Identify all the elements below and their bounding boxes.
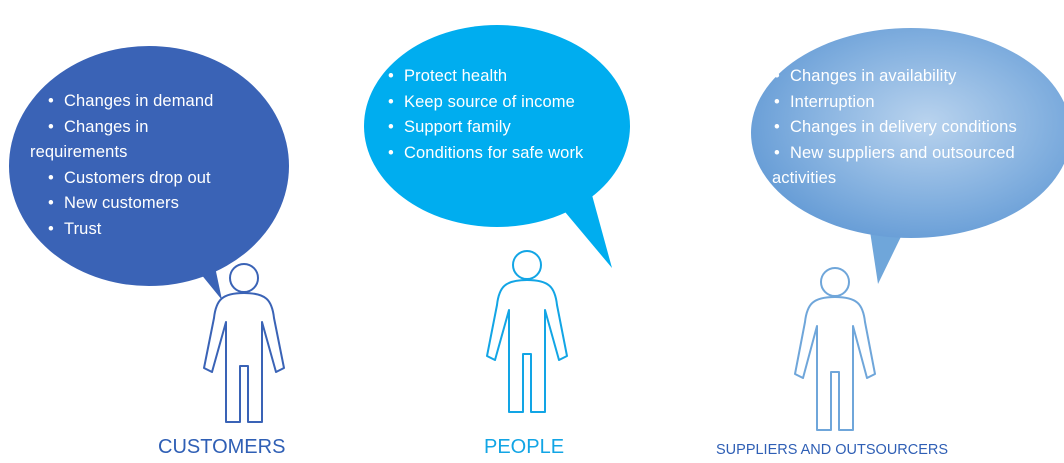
bullet-icon: •: [48, 194, 54, 212]
list-item: •Changes in demand: [48, 89, 213, 115]
bullet-icon: •: [48, 219, 54, 238]
bullet-icon: •: [388, 92, 394, 111]
bullet-icon: •: [774, 67, 780, 85]
list-item-continuation: requirements: [30, 143, 128, 161]
customers-speech-bubble: [9, 46, 289, 300]
customers-person-icon: [203, 263, 285, 423]
list-item-continuation: activities: [772, 169, 837, 187]
list-item: •Trust: [48, 217, 213, 243]
people-caption: PEOPLE: [484, 436, 565, 458]
customers-concerns: •Changes in demand •Changes in requireme…: [30, 89, 213, 243]
list-item: •Changes in: [48, 115, 213, 141]
people-concerns: •Protect health •Keep source of income •…: [388, 64, 583, 166]
bullet-icon: •: [48, 168, 54, 187]
bullet-icon: •: [48, 117, 54, 136]
list-item: •New customers: [48, 191, 213, 217]
list-item: •Interruption: [774, 90, 1017, 116]
bullet-icon: •: [388, 118, 394, 136]
list-item: •Changes in availability: [774, 64, 1017, 90]
suppliers-speech-bubble: [751, 28, 1064, 284]
list-item: •Changes in delivery conditions: [774, 115, 1017, 141]
customers-caption: CUSTOMERS: [158, 436, 286, 458]
list-item: •Keep source of income: [388, 90, 583, 116]
bullet-icon: •: [774, 118, 780, 136]
bullet-icon: •: [388, 67, 394, 85]
list-item: •Protect health: [388, 64, 583, 90]
suppliers-caption: SUPPLIERS AND OUTSOURCERS: [716, 442, 949, 458]
bullet-icon: •: [774, 92, 780, 111]
customers-concern-list: •Changes in demand •Changes in requireme…: [30, 89, 213, 243]
list-item: •New suppliers and outsourced: [774, 141, 1017, 167]
suppliers-person-icon: [794, 267, 876, 431]
suppliers-concern-list: •Changes in availability •Interruption •…: [772, 64, 1017, 192]
list-item: •Customers drop out: [48, 166, 213, 192]
list-item: •Conditions for safe work: [388, 141, 583, 167]
suppliers-concerns: •Changes in availability •Interruption •…: [772, 64, 1017, 192]
list-item: •Support family: [388, 115, 583, 141]
people-concern-list: •Protect health •Keep source of income •…: [388, 64, 583, 166]
people-person-icon: [486, 250, 568, 413]
people-speech-bubble: [364, 25, 630, 268]
bullet-icon: •: [388, 143, 394, 162]
bullet-icon: •: [774, 143, 780, 162]
bullet-icon: •: [48, 92, 54, 110]
